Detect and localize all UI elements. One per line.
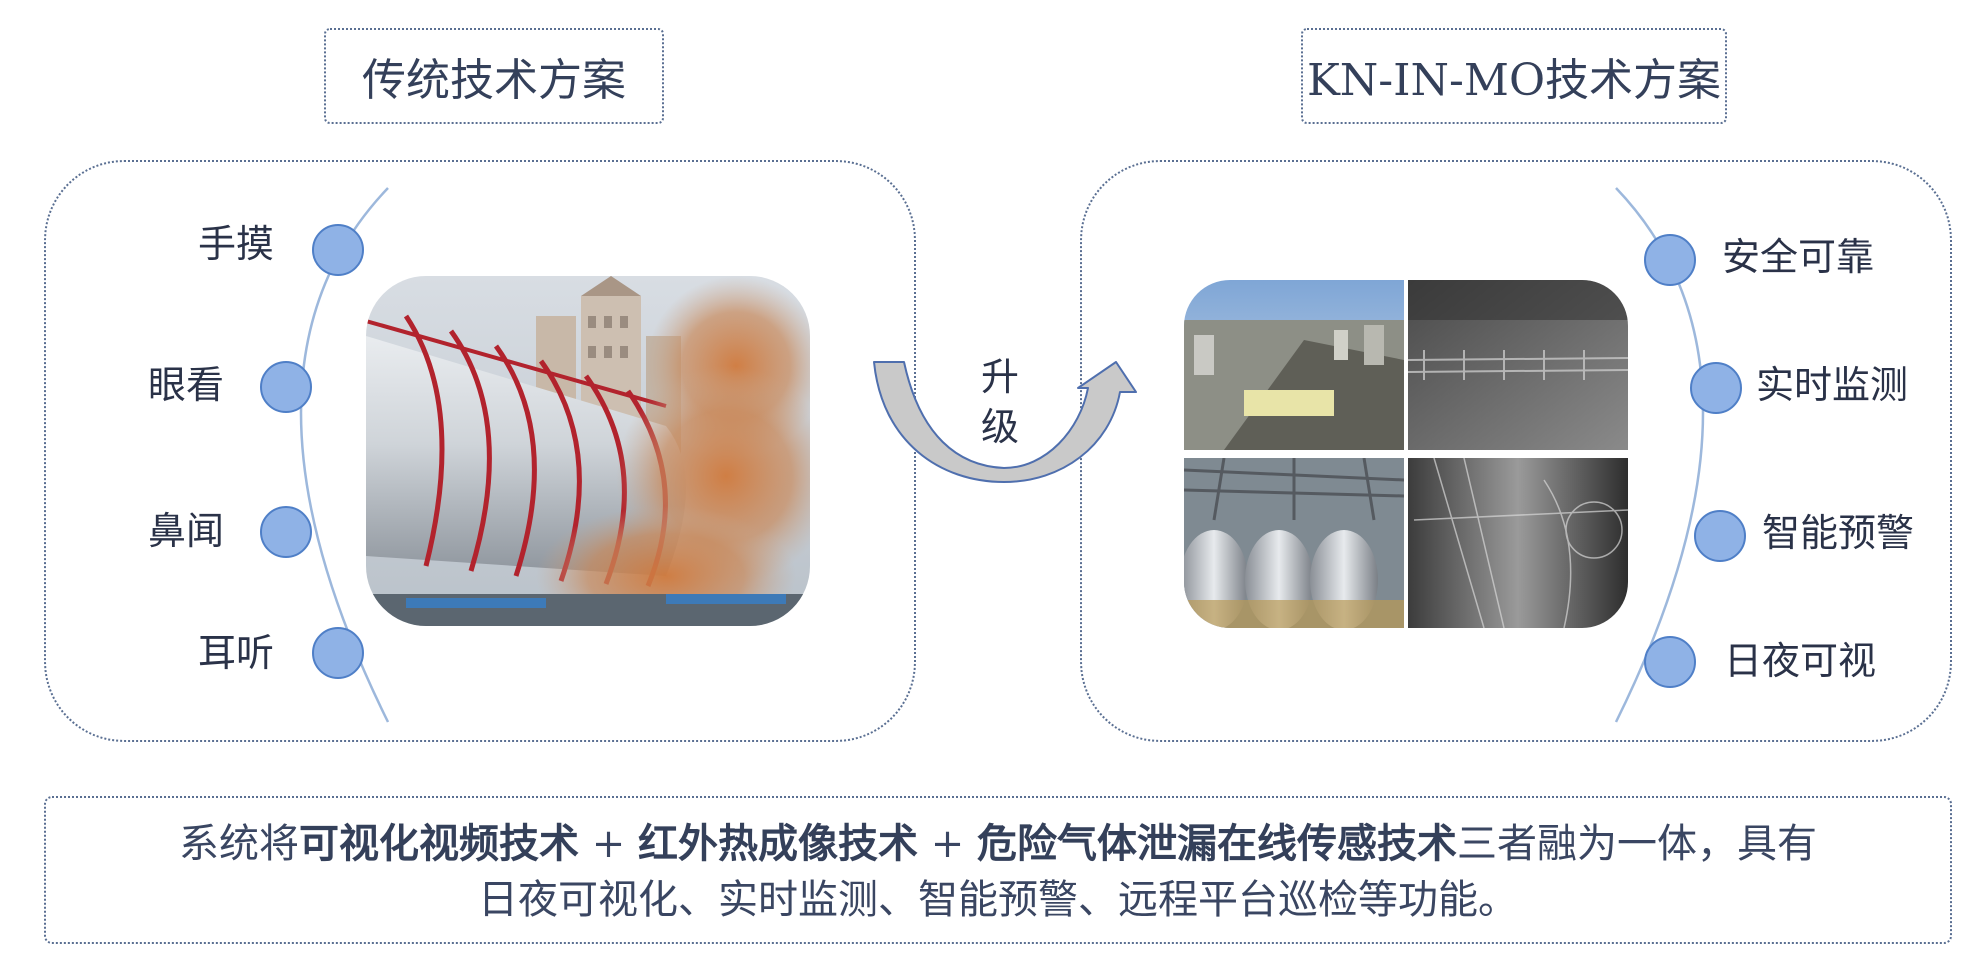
- summary-box: 系统将可视化视频技术 + 红外热成像技术 + 危险气体泄漏在线传感技术三者融为一…: [44, 796, 1952, 944]
- upgrade-char-2: 级: [980, 405, 1019, 449]
- left-item-smell: 鼻闻: [148, 509, 225, 553]
- summary-line-1: 系统将可视化视频技术 + 红外热成像技术 + 危险气体泄漏在线传感技术三者融为一…: [70, 816, 1926, 872]
- left-item-look: 眼看: [148, 363, 225, 407]
- summary-outro: 三者融为一体，具有: [1456, 821, 1817, 867]
- summary-tech-infrared: 红外热成像技术: [638, 820, 918, 867]
- left-title: 传统技术方案: [324, 28, 664, 124]
- right-title: KN-IN-MO技术方案: [1301, 28, 1727, 124]
- right-item-daynight: 日夜可视: [1724, 639, 1877, 683]
- right-item-safe: 安全可靠: [1722, 235, 1875, 279]
- summary-tech-video: 可视化视频技术: [299, 820, 580, 867]
- monitoring-camera-grid: [1184, 280, 1628, 628]
- summary-line-2: 日夜可视化、实时监测、智能预警、远程平台巡检等功能。: [478, 877, 1518, 923]
- summary-plus-2: +: [918, 821, 977, 867]
- summary-tech-gas: 危险气体泄漏在线传感技术: [976, 820, 1457, 867]
- summary-plus-1: +: [579, 821, 638, 867]
- upgrade-label: 升 级: [978, 352, 1022, 452]
- left-item-touch: 手摸: [198, 222, 275, 266]
- right-item-warning: 智能预警: [1762, 511, 1915, 555]
- tank-leak-photo: [366, 276, 810, 626]
- right-item-monitor: 实时监测: [1756, 363, 1909, 407]
- upgrade-char-1: 升: [980, 355, 1019, 399]
- summary-intro: 系统将: [179, 821, 300, 867]
- left-item-listen: 耳听: [198, 631, 275, 675]
